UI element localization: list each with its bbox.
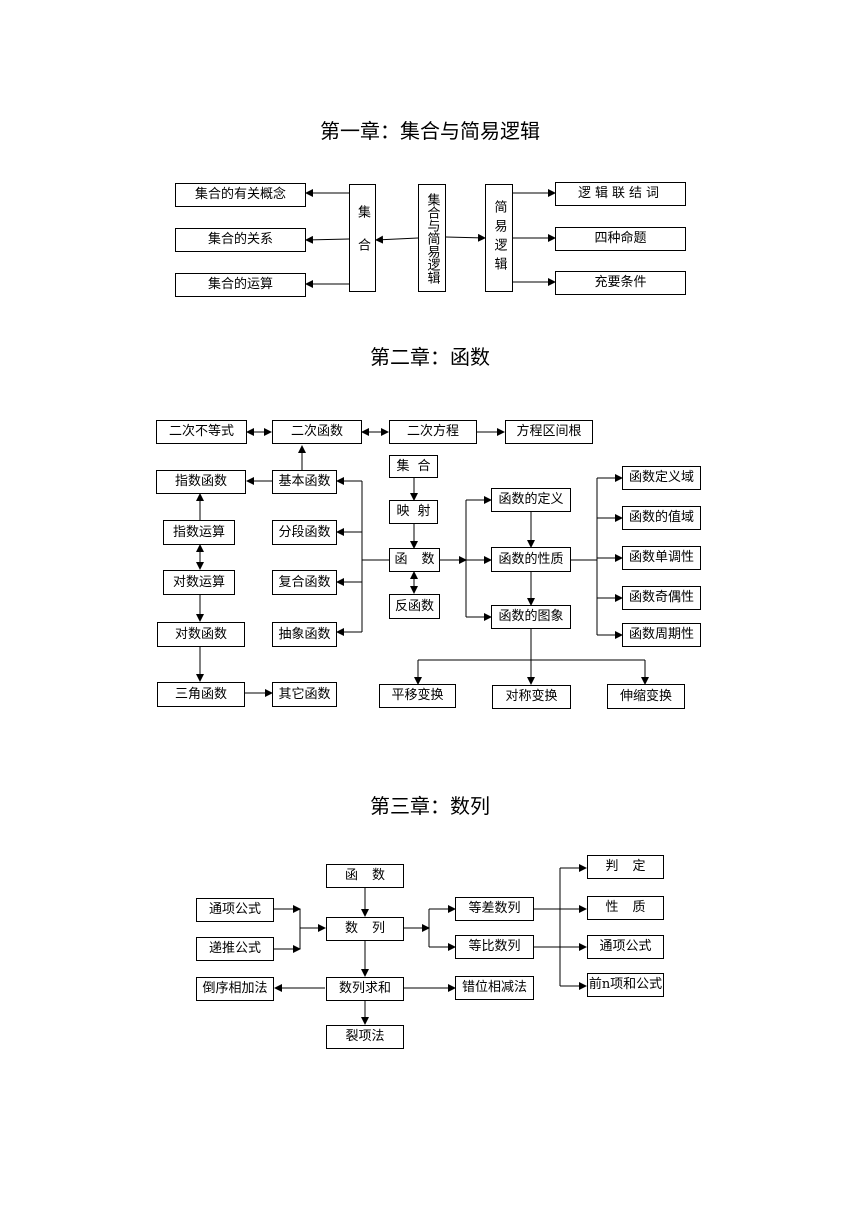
node-set: 集合	[349, 184, 376, 292]
node-geometric-sequence: 等比数列	[455, 935, 534, 959]
node-first-n-sum: 前n项和公式	[587, 973, 664, 997]
node-quadratic-equation: 二次方程	[389, 420, 477, 444]
node-four-propositions: 四种命题	[555, 227, 686, 251]
node-sequence-sum: 数列求和	[326, 977, 404, 1001]
node-range: 函数的值域	[622, 506, 701, 530]
node-quadratic-inequality: 二次不等式	[156, 420, 247, 444]
node-set-ch2: 集合	[389, 455, 438, 478]
node-set-concepts: 集合的有关概念	[175, 183, 306, 207]
node-basic-function: 基本函数	[272, 470, 337, 494]
node-function-ch3: 函数	[326, 864, 404, 888]
node-inverse-function: 反函数	[389, 594, 440, 619]
node-arithmetic-sequence: 等差数列	[455, 897, 534, 921]
node-set-operations: 集合的运算	[175, 273, 306, 297]
node-quadratic-function: 二次函数	[272, 420, 362, 444]
node-periodicity: 函数周期性	[622, 623, 701, 647]
node-necessary-sufficient: 充要条件	[555, 271, 686, 295]
node-mapping: 映射	[389, 500, 438, 524]
node-translation: 平移变换	[379, 684, 456, 708]
node-log-function: 对数函数	[157, 622, 245, 647]
node-reverse-addition: 倒序相加法	[196, 977, 274, 1001]
node-function-definition: 函数的定义	[491, 488, 571, 512]
node-general-term-right: 通项公式	[587, 935, 664, 959]
node-piecewise-function: 分段函数	[272, 520, 337, 545]
node-logical-connectives: 逻辑联结词	[555, 182, 686, 206]
node-general-term: 通项公式	[196, 898, 274, 922]
node-function-graph: 函数的图象	[491, 605, 571, 629]
node-function: 函数	[389, 548, 440, 572]
node-function-properties: 函数的性质	[491, 547, 571, 572]
node-trig-function: 三角函数	[157, 682, 245, 707]
node-exponent-operation: 指数运算	[163, 520, 235, 545]
node-domain: 函数定义域	[622, 466, 701, 490]
chapter1-title: 第一章：集合与简易逻辑	[320, 119, 540, 143]
node-other-function: 其它函数	[272, 682, 337, 707]
node-set-relations: 集合的关系	[175, 228, 306, 252]
node-monotonicity: 函数单调性	[622, 546, 701, 570]
chapter2-title: 第二章：函数	[370, 345, 490, 369]
node-set-and-logic: 集合与简易逻辑	[418, 184, 446, 292]
node-judge: 判定	[587, 855, 664, 879]
node-log-operation: 对数运算	[163, 570, 235, 595]
node-sequence: 数列	[326, 917, 404, 941]
node-symmetry: 对称变换	[492, 685, 571, 709]
node-abstract-function: 抽象函数	[272, 622, 337, 647]
node-shift-subtraction: 错位相减法	[455, 976, 534, 1000]
node-nature: 性质	[587, 896, 664, 920]
node-composite-function: 复合函数	[272, 570, 337, 595]
node-split-terms: 裂项法	[326, 1025, 404, 1049]
node-exponential-function: 指数函数	[156, 470, 246, 494]
node-parity: 函数奇偶性	[622, 586, 701, 610]
node-interval-roots: 方程区间根	[505, 420, 593, 444]
node-stretch: 伸缩变换	[607, 684, 685, 709]
node-simple-logic: 简易逻辑	[485, 184, 513, 292]
node-recursive-formula: 递推公式	[196, 937, 274, 961]
chapter3-title: 第三章：数列	[370, 794, 490, 818]
